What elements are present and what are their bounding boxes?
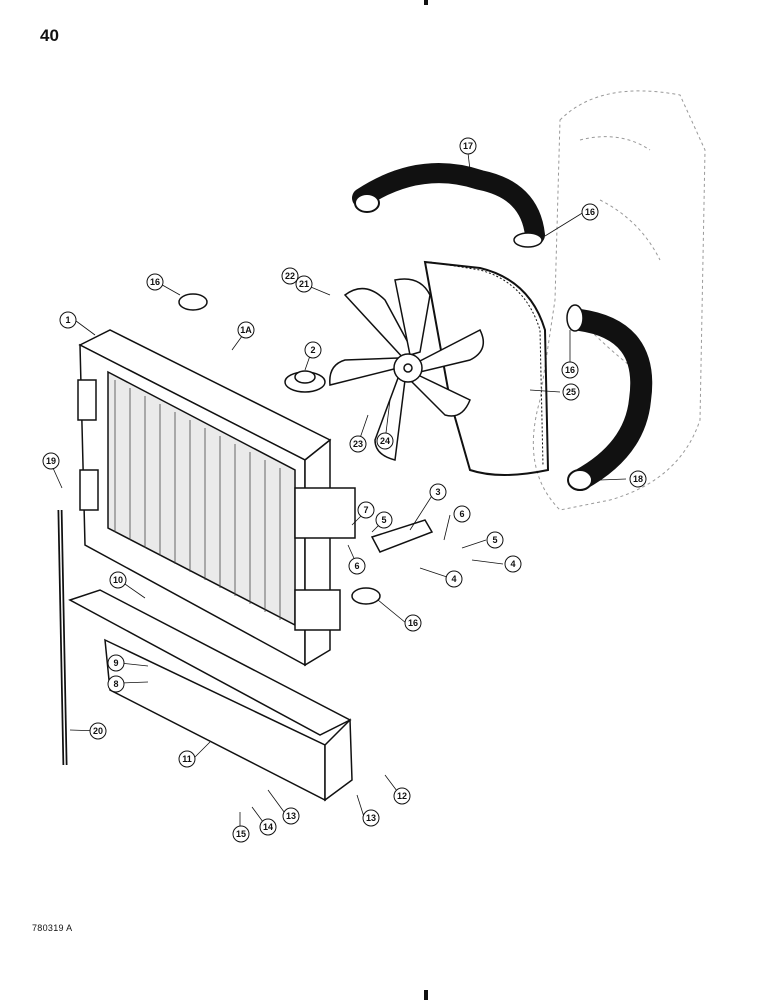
svg-text:20: 20 xyxy=(93,726,103,736)
svg-text:4: 4 xyxy=(510,559,515,569)
strap-bracket xyxy=(370,519,434,553)
svg-text:1A: 1A xyxy=(240,325,252,335)
callout-18: 18 xyxy=(629,470,647,488)
svg-text:1: 1 xyxy=(65,315,70,325)
svg-text:8: 8 xyxy=(113,679,118,689)
upper-hose-end xyxy=(354,193,380,213)
svg-text:16: 16 xyxy=(150,277,160,287)
svg-text:16: 16 xyxy=(408,618,418,628)
hose-clamp-icons xyxy=(178,232,584,605)
callout-6a: 6 xyxy=(348,557,366,575)
callout-13b: 13 xyxy=(362,809,380,827)
callout-24: 24 xyxy=(376,432,394,450)
callout-16c: 16 xyxy=(581,203,599,221)
callout-17: 17 xyxy=(459,137,477,155)
callout-14: 14 xyxy=(259,818,277,836)
svg-text:6: 6 xyxy=(354,561,359,571)
svg-text:22: 22 xyxy=(285,271,295,281)
callout-16d: 16 xyxy=(561,361,579,379)
callout-15: 15 xyxy=(232,825,250,843)
callout-5b: 5 xyxy=(486,531,504,549)
cooling-fan xyxy=(329,278,485,461)
callout-19: 19 xyxy=(42,452,60,470)
callout-4b: 4 xyxy=(504,555,522,573)
lower-hose-end xyxy=(567,469,593,491)
callout-2: 2 xyxy=(304,341,322,359)
svg-text:13: 13 xyxy=(286,811,296,821)
svg-text:14: 14 xyxy=(263,822,273,832)
callout-bubbles: 1 1A 2 3 4 4 5 5 6 6 7 8 9 10 11 12 13 1… xyxy=(42,137,647,843)
svg-text:23: 23 xyxy=(353,439,363,449)
svg-text:6: 6 xyxy=(459,509,464,519)
svg-text:16: 16 xyxy=(565,365,575,375)
callout-20: 20 xyxy=(89,722,107,740)
svg-text:17: 17 xyxy=(463,141,473,151)
bottom-edge-mark xyxy=(424,990,428,1000)
svg-text:21: 21 xyxy=(299,279,309,289)
svg-text:25: 25 xyxy=(566,387,576,397)
mounting-bracket xyxy=(68,589,353,802)
callout-4a: 4 xyxy=(445,570,463,588)
svg-text:9: 9 xyxy=(113,658,118,668)
svg-text:5: 5 xyxy=(381,515,386,525)
svg-text:7: 7 xyxy=(363,505,368,515)
callout-21: 21 xyxy=(295,275,313,293)
callout-13a: 13 xyxy=(282,807,300,825)
callout-3: 3 xyxy=(429,483,447,501)
callout-5a: 5 xyxy=(375,511,393,529)
callout-11: 11 xyxy=(178,750,196,768)
callout-16b: 16 xyxy=(404,614,422,632)
callout-12: 12 xyxy=(393,787,411,805)
callout-22: 22 xyxy=(281,267,299,285)
callout-1: 1 xyxy=(59,311,77,329)
upper-hose xyxy=(352,163,545,245)
svg-text:16: 16 xyxy=(585,207,595,217)
svg-text:12: 12 xyxy=(397,791,407,801)
page-number: 40 xyxy=(40,26,59,45)
svg-text:3: 3 xyxy=(435,487,440,497)
overflow-tube xyxy=(57,509,68,766)
fan-shroud xyxy=(423,260,550,476)
callout-8: 8 xyxy=(107,675,125,693)
callout-6b: 6 xyxy=(453,505,471,523)
top-edge-mark xyxy=(424,0,428,5)
radiator-cap xyxy=(284,370,326,393)
svg-text:11: 11 xyxy=(182,754,192,764)
callout-25: 25 xyxy=(562,383,580,401)
callout-10: 10 xyxy=(109,571,127,589)
callout-1a: 1A xyxy=(237,321,255,339)
svg-text:5: 5 xyxy=(492,535,497,545)
radiator xyxy=(77,329,356,667)
callout-23: 23 xyxy=(349,435,367,453)
engine-block-outline xyxy=(532,90,706,511)
callout-9: 9 xyxy=(107,654,125,672)
lower-hose xyxy=(569,309,653,491)
svg-text:24: 24 xyxy=(380,436,390,446)
svg-text:19: 19 xyxy=(46,456,56,466)
callout-16a: 16 xyxy=(146,273,164,291)
svg-text:15: 15 xyxy=(236,829,246,839)
svg-text:13: 13 xyxy=(366,813,376,823)
svg-text:18: 18 xyxy=(633,474,643,484)
svg-text:4: 4 xyxy=(451,574,456,584)
callout-7: 7 xyxy=(357,501,375,519)
figure-code: 780319 A xyxy=(32,923,73,933)
svg-text:2: 2 xyxy=(310,345,315,355)
svg-text:10: 10 xyxy=(113,575,123,585)
